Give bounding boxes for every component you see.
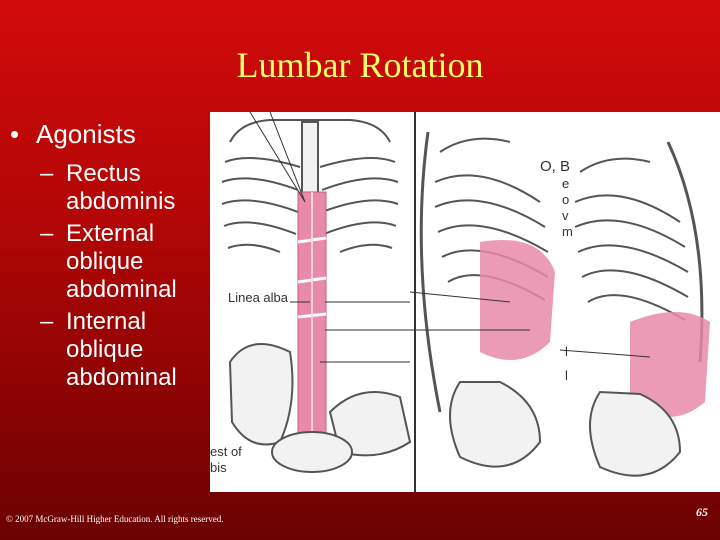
pointer-line (409, 291, 511, 303)
linea-alba-label: Linea alba (228, 290, 288, 305)
page-number: 65 (696, 505, 708, 519)
sub-item-line: abdominis (66, 188, 176, 215)
pelvis-side-1 (449, 381, 542, 468)
sub-item-line: oblique (66, 248, 144, 275)
sub-item-line: abdominal (66, 276, 177, 303)
anatomy-drawing (221, 112, 710, 492)
sub-item-line: abdominal (66, 364, 177, 391)
bullet-list: • Agonists – Rectus abdominis – External… (10, 118, 210, 392)
sub-item-line: Rectus (66, 160, 141, 187)
sub-item-external-oblique: – External oblique abdominal (10, 220, 210, 304)
sub-item-line: External (66, 220, 155, 247)
sub-item-internal-oblique: – Internal oblique abdominal (10, 308, 210, 392)
bullet-marker: • (10, 119, 20, 149)
rib-cage-side-1 (419, 131, 549, 413)
rib-cage-front (221, 119, 399, 253)
sternum (301, 121, 319, 203)
sub-item-rectus: – Rectus abdominis (10, 160, 210, 216)
pointer-line (249, 112, 306, 203)
edge-letter: v (562, 208, 569, 223)
crest-label: est of (210, 444, 242, 459)
sub-marker: – (40, 308, 54, 335)
edge-letter: l (565, 368, 568, 383)
copyright-notice: © 2007 McGraw-Hill Higher Education. All… (6, 514, 224, 524)
sub-item-line: Internal (66, 308, 147, 335)
pelvis-side-2 (589, 390, 682, 477)
corner-label: O, B (540, 158, 571, 175)
pointer-line (269, 112, 306, 203)
internal-oblique-muscle (630, 312, 710, 417)
bullet-label: Agonists (36, 119, 136, 149)
sub-marker: – (40, 160, 54, 187)
slide-title: Lumbar Rotation (236, 45, 484, 85)
pointer-line (559, 349, 651, 358)
pelvis-front (228, 343, 412, 473)
edge-letter: o (562, 192, 570, 207)
bullet-agonists: • Agonists (10, 118, 210, 150)
edge-letter: m (562, 224, 573, 239)
crest-label: bis (210, 460, 227, 475)
edge-letter: e (562, 176, 570, 191)
edge-letter: l (565, 344, 568, 359)
rib-top (229, 119, 391, 143)
sub-marker: – (40, 220, 54, 247)
anatomy-illustration: Linea alba est of bis O, B e o v m l l (210, 112, 720, 492)
sub-item-line: oblique (66, 336, 144, 363)
